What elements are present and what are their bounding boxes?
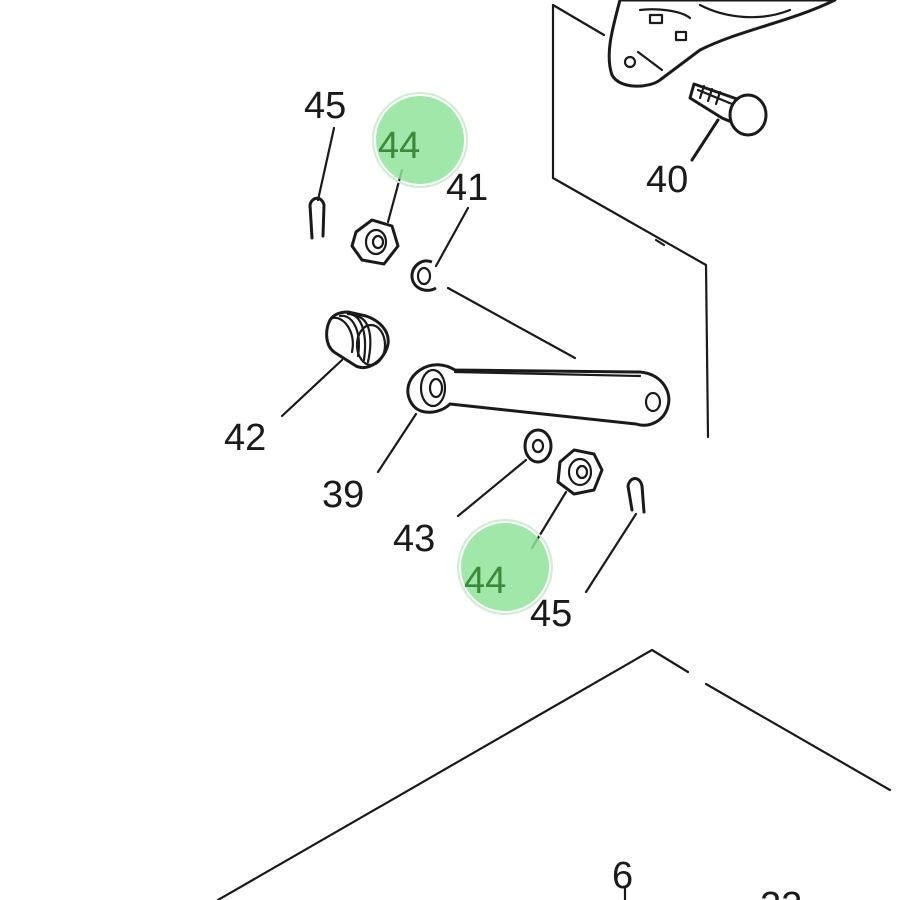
highlight-marker-bottom (461, 523, 549, 611)
part-41-circlip (410, 206, 470, 292)
part-44-bottom-nut (530, 448, 604, 550)
housing-partial (607, 0, 837, 88)
leader-line-lever-axis (446, 286, 577, 360)
part-44-top-nut (350, 168, 404, 266)
callout-39: 39 (322, 474, 364, 516)
part-39-lever (376, 363, 671, 474)
part-45-top-cotter-pin (308, 126, 336, 240)
part-43-washer (456, 428, 553, 518)
callout-41: 41 (446, 167, 488, 209)
callout-42: 42 (224, 417, 266, 459)
callout-45-top: 45 (304, 85, 346, 127)
part-42-spring (280, 310, 390, 418)
callout-44-top: 44 (378, 125, 420, 167)
part-45-bottom-cotter-pin (584, 477, 646, 594)
callout-43: 43 (393, 518, 435, 560)
callout-partial: 22 (760, 885, 802, 900)
lower-assembly-outline (216, 648, 892, 900)
part-40-bolt (688, 82, 768, 162)
highlight-marker-top (376, 96, 464, 184)
assembly-boundary-box (551, 3, 710, 439)
callout-6: 6 (612, 855, 633, 897)
callout-44-bottom: 44 (464, 560, 506, 602)
callout-45-bottom: 45 (530, 593, 572, 635)
callout-40: 40 (646, 159, 688, 201)
